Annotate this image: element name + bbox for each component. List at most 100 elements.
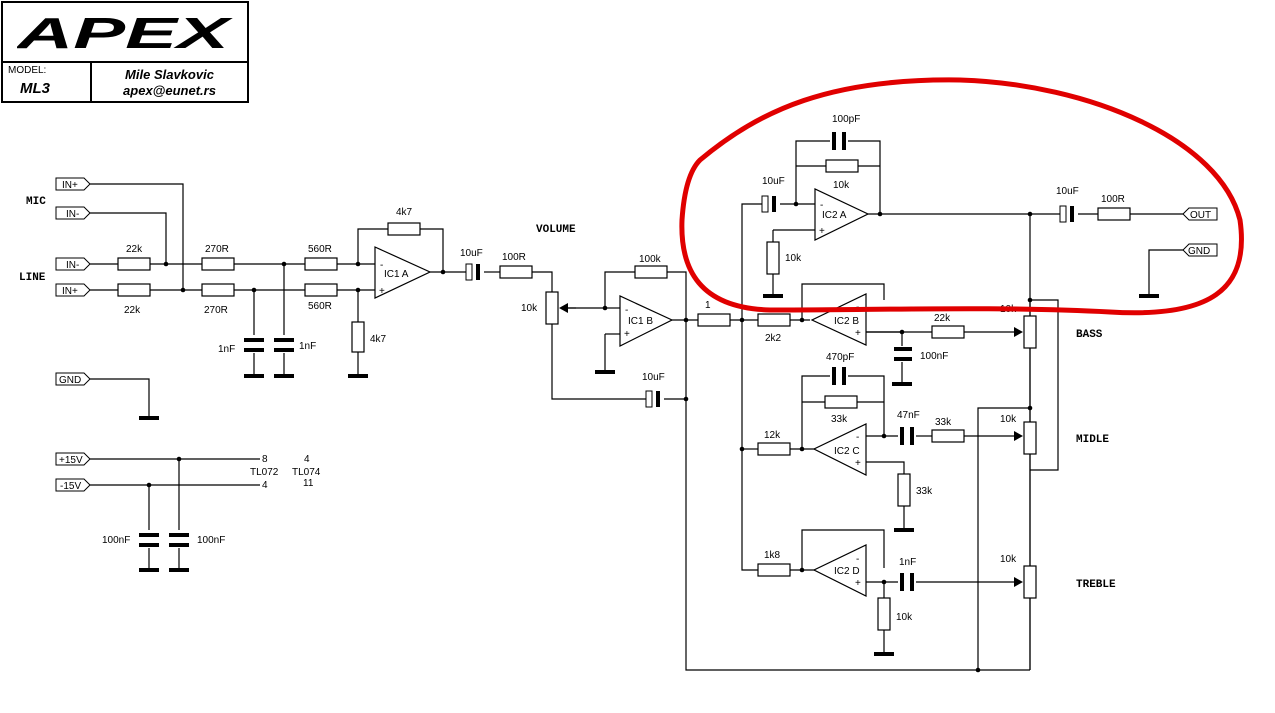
svg-text:+: +	[855, 458, 861, 469]
svg-text:2k2: 2k2	[765, 333, 782, 344]
svg-text:OUT: OUT	[1190, 210, 1211, 221]
ic2a-label: IC2 A	[822, 210, 847, 221]
resistors	[117, 159, 1131, 631]
svg-text:10k: 10k	[785, 253, 802, 264]
connector-in-plus-2: IN+	[55, 283, 91, 297]
svg-text:10k: 10k	[833, 180, 850, 191]
svg-text:100R: 100R	[502, 252, 526, 263]
potentiometers	[545, 291, 1037, 670]
logo-cell: APEX	[3, 3, 247, 63]
svg-text:1: 1	[705, 300, 711, 311]
opamp-ic2d	[812, 544, 867, 597]
svg-text:100nF: 100nF	[197, 535, 225, 546]
connector-in-minus-2: IN-	[55, 257, 91, 271]
apex-logo: APEX	[17, 13, 233, 53]
svg-text:4k7: 4k7	[370, 334, 387, 345]
svg-text:10k: 10k	[1000, 414, 1017, 425]
connector-tags: IN+ IN- IN- IN+ GND +15V -15V OUT GND	[55, 177, 1218, 492]
svg-text:TL074: TL074	[292, 467, 321, 478]
svg-text:GND: GND	[59, 375, 81, 386]
opamp-labels: IC1 A IC1 B IC2 A IC2 B IC2 C IC2 D	[384, 210, 860, 577]
opamp-signs: - + - + - + - + - + - +	[379, 200, 861, 589]
section-labels: MIC LINE VOLUME BASS MIDLE TREBLE	[19, 196, 1116, 591]
author-name: Mile Slavkovic	[125, 67, 214, 82]
opamp-ic2a	[814, 188, 870, 241]
ic1b-label: IC1 B	[628, 316, 653, 327]
svg-text:10k: 10k	[896, 612, 913, 623]
mic-label: MIC	[26, 196, 46, 208]
svg-text:-: -	[380, 260, 383, 271]
svg-text:APEX: APEX	[17, 13, 233, 53]
svg-text:+15V: +15V	[59, 455, 83, 466]
svg-text:100nF: 100nF	[102, 535, 130, 546]
author-cell: Mile Slavkovic apex@eunet.rs	[92, 63, 247, 101]
svg-text:22k: 22k	[126, 244, 143, 255]
model-value: ML3	[20, 80, 50, 97]
svg-text:22k: 22k	[934, 313, 951, 324]
svg-text:IN+: IN+	[62, 286, 78, 297]
model-label: MODEL:	[8, 65, 47, 76]
svg-text:10uF: 10uF	[642, 372, 665, 383]
svg-text:-15V: -15V	[60, 481, 81, 492]
ic2c-label: IC2 C	[834, 446, 860, 457]
svg-text:10k: 10k	[1000, 554, 1017, 565]
connector-in-minus-1: IN-	[55, 206, 91, 220]
model-cell: MODEL: ML3	[3, 63, 92, 101]
svg-text:1nF: 1nF	[899, 557, 916, 568]
opamp-ic1b	[619, 295, 674, 347]
capacitors	[139, 132, 1074, 591]
volume-label: VOLUME	[536, 224, 576, 236]
svg-text:-: -	[856, 554, 859, 565]
opamp-ic1a	[374, 246, 432, 299]
svg-text:33k: 33k	[831, 414, 848, 425]
svg-text:10uF: 10uF	[460, 248, 483, 259]
svg-text:11: 11	[303, 478, 314, 489]
svg-text:GND: GND	[1188, 246, 1210, 257]
junction-dots	[146, 201, 1033, 673]
treble-label: TREBLE	[1076, 579, 1116, 591]
author-email: apex@eunet.rs	[123, 83, 216, 98]
svg-text:10k: 10k	[521, 303, 538, 314]
svg-text:10uF: 10uF	[1056, 186, 1079, 197]
svg-text:+: +	[624, 329, 630, 340]
svg-text:12k: 12k	[764, 430, 781, 441]
opamp-ic2b	[810, 293, 867, 346]
svg-text:-: -	[625, 305, 628, 316]
svg-text:4: 4	[304, 454, 310, 465]
svg-text:560R: 560R	[308, 244, 332, 255]
connector-gnd-right: GND	[1182, 243, 1218, 257]
opamps	[374, 188, 870, 597]
svg-text:IN-: IN-	[66, 260, 79, 271]
svg-text:1k8: 1k8	[764, 550, 781, 561]
svg-text:47nF: 47nF	[897, 410, 920, 421]
svg-text:+: +	[819, 226, 825, 237]
midle-label: MIDLE	[1076, 434, 1109, 446]
line-label: LINE	[19, 272, 46, 284]
svg-text:8: 8	[262, 454, 268, 465]
component-labels: 22k 22k 270R 270R 560R 560R 4k7 4k7 1nF …	[102, 114, 1125, 623]
svg-text:560R: 560R	[308, 301, 332, 312]
svg-text:270R: 270R	[204, 305, 228, 316]
svg-text:1nF: 1nF	[299, 341, 316, 352]
connector-in-plus-1: IN+	[55, 177, 91, 191]
svg-text:+: +	[855, 578, 861, 589]
svg-text:470pF: 470pF	[826, 352, 854, 363]
svg-text:33k: 33k	[935, 417, 952, 428]
svg-text:100nF: 100nF	[920, 351, 948, 362]
opamp-ic2c	[812, 423, 867, 476]
red-highlight-annotation	[679, 77, 1244, 316]
ic-pinout: 8 4 TL072 TL074 4 11	[250, 454, 321, 491]
svg-text:4k7: 4k7	[396, 207, 413, 218]
svg-text:4: 4	[262, 480, 268, 491]
svg-text:270R: 270R	[205, 244, 229, 255]
svg-text:100R: 100R	[1101, 194, 1125, 205]
connector-minus15: -15V	[55, 478, 91, 492]
svg-text:+: +	[379, 286, 385, 297]
ground-symbols	[139, 294, 1159, 656]
svg-text:100k: 100k	[639, 254, 662, 265]
svg-text:10uF: 10uF	[762, 176, 785, 187]
connector-gnd-left: GND	[55, 372, 91, 386]
connector-plus15: +15V	[55, 452, 91, 466]
svg-text:IN-: IN-	[66, 209, 79, 220]
